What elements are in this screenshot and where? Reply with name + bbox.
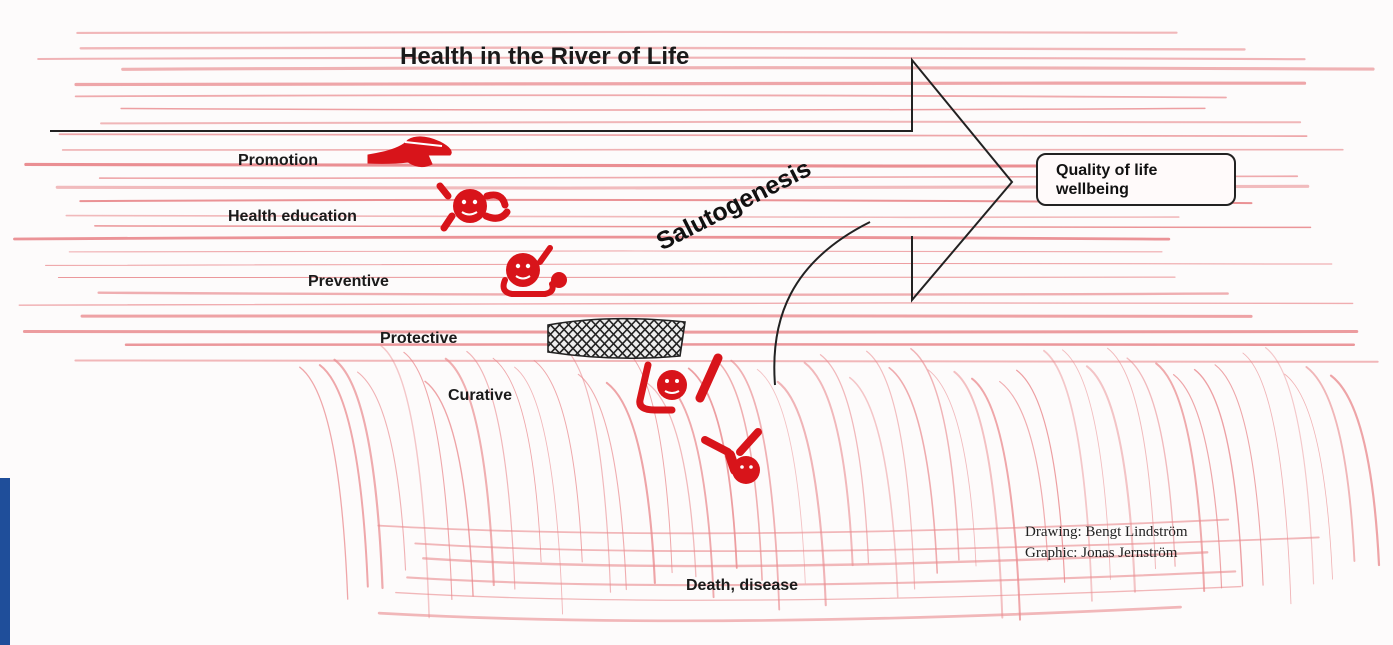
waterfall-stroke bbox=[1243, 353, 1291, 604]
stage-label-protective: Protective bbox=[380, 330, 457, 348]
promotion-figure bbox=[368, 137, 451, 167]
river-stroke bbox=[26, 164, 1212, 166]
protective-net bbox=[508, 318, 746, 360]
net-strand bbox=[688, 318, 728, 360]
river-stroke bbox=[76, 83, 1304, 84]
waterfall-stroke bbox=[320, 365, 368, 587]
drawing-credit: Drawing: Bengt Lindström bbox=[1025, 524, 1187, 541]
waterfall-stroke bbox=[515, 367, 563, 614]
river-stroke bbox=[24, 332, 1356, 333]
net-strand bbox=[706, 318, 746, 360]
corner-accent bbox=[0, 478, 10, 645]
waterfall-stroke bbox=[1285, 374, 1333, 579]
waterfall-stroke bbox=[300, 367, 348, 599]
river-stroke bbox=[59, 134, 1306, 136]
outcome-box: Quality of life wellbeing bbox=[1036, 153, 1236, 206]
net-strand bbox=[508, 318, 548, 360]
waterfall-stroke bbox=[578, 374, 626, 589]
waterfall-stroke bbox=[1215, 365, 1263, 585]
river-stroke bbox=[121, 108, 1205, 110]
death-disease-label: Death, disease bbox=[686, 577, 798, 595]
river-stroke bbox=[99, 293, 1228, 295]
river-stroke bbox=[82, 316, 1251, 317]
river-stroke bbox=[123, 68, 1373, 70]
river-stroke bbox=[19, 303, 1352, 305]
river-stroke bbox=[69, 251, 1162, 252]
net-strand bbox=[508, 318, 548, 360]
waterfall-stroke bbox=[1331, 376, 1379, 565]
waterfall-stroke bbox=[972, 379, 1020, 620]
waterfall-stroke bbox=[867, 351, 915, 589]
waterfall-stroke bbox=[778, 382, 826, 605]
pool-stroke bbox=[407, 571, 1235, 585]
stage-label-curative: Curative bbox=[448, 387, 512, 405]
waterfall-stroke bbox=[1266, 348, 1314, 584]
river-stroke bbox=[14, 237, 1168, 239]
waterfall-stroke bbox=[889, 368, 937, 573]
waterfall-stroke bbox=[404, 352, 452, 599]
net-strand bbox=[706, 318, 746, 360]
river-stroke bbox=[76, 95, 1226, 97]
stage-label-promotion: Promotion bbox=[238, 152, 318, 170]
river-stroke bbox=[77, 32, 1176, 33]
stage-label-health-education: Health education bbox=[228, 208, 357, 226]
river-stroke bbox=[101, 122, 1300, 124]
diagram-title: Health in the River of Life bbox=[400, 43, 689, 71]
graphic-credit: Graphic: Jonas Jernström bbox=[1025, 545, 1177, 562]
waterfall-stroke bbox=[381, 346, 429, 618]
river-stroke bbox=[75, 360, 1377, 361]
outcome-line-2: wellbeing bbox=[1056, 180, 1224, 199]
outcome-line-1: Quality of life bbox=[1056, 161, 1224, 180]
stage-label-preventive: Preventive bbox=[308, 273, 389, 291]
health-education-figure bbox=[440, 186, 507, 228]
waterfall-stroke bbox=[1044, 351, 1092, 601]
river-stroke bbox=[46, 263, 1332, 265]
preventive-figure bbox=[504, 248, 567, 294]
pool-stroke bbox=[396, 587, 1241, 601]
falling-figure bbox=[705, 432, 760, 484]
net-strand bbox=[688, 318, 728, 360]
